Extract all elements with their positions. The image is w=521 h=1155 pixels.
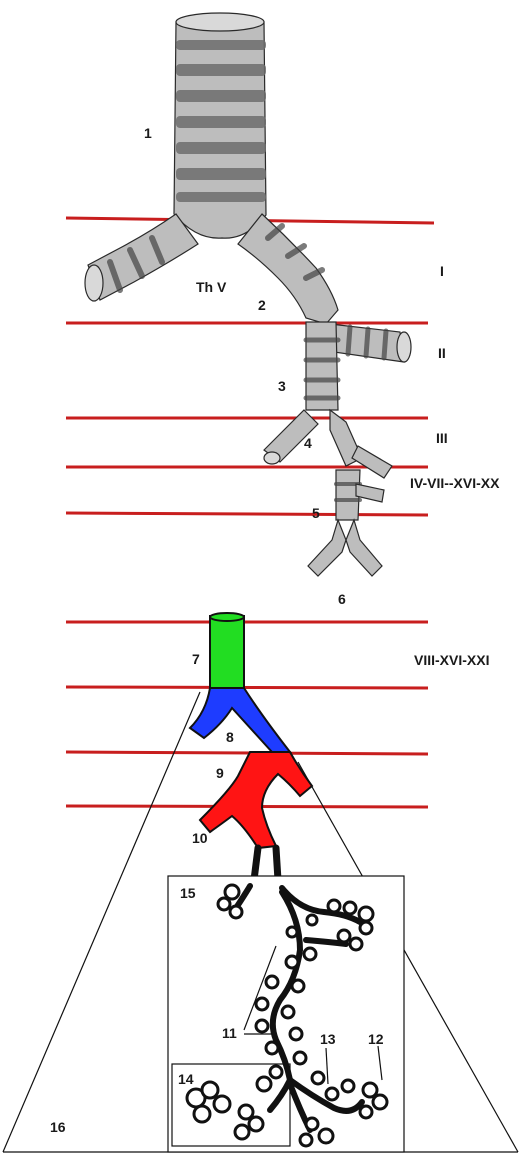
colored-airway: [188, 612, 314, 892]
level-line-8: [65, 750, 429, 756]
label-14: 14: [178, 1071, 194, 1087]
level-VIII-XVI-XXI: VIII-XVI-XXI: [414, 652, 489, 668]
label-10: 10: [192, 830, 208, 846]
level-II: II: [438, 345, 446, 361]
label-12: 12: [368, 1031, 384, 1047]
level-IV-VII-XVI-XX: IV-VII--XVI-XX: [410, 475, 500, 491]
alveoli-clusters: [185, 883, 389, 1148]
diagram-labels: 1 Th V 2 3 4 5 6 7 8 9 10 15 11 13 12 14…: [50, 125, 500, 1135]
label-8: 8: [226, 729, 234, 745]
label-11: 11: [222, 1025, 237, 1041]
label-4: 4: [304, 435, 312, 451]
green-segment: [209, 615, 245, 689]
lobar-bronchi-illustration: [263, 321, 393, 577]
label-vertebra: Th V: [196, 279, 227, 295]
acinus-box: [171, 1063, 291, 1147]
trachea-illustration: [173, 12, 267, 239]
label-6: 6: [338, 591, 346, 607]
label-5: 5: [312, 505, 320, 521]
level-line-5: [65, 511, 429, 517]
level-I: I: [440, 263, 444, 279]
level-III: III: [436, 430, 448, 446]
label-1: 1: [144, 125, 152, 141]
label-16: 16: [50, 1119, 66, 1135]
label-13: 13: [320, 1031, 336, 1047]
level-line-7: [65, 685, 429, 690]
label-9: 9: [216, 765, 224, 781]
blue-segment: [188, 687, 293, 753]
label-2: 2: [258, 297, 266, 313]
main-bronchi-illustration: [84, 213, 412, 363]
label-15: 15: [180, 885, 196, 901]
label-7: 7: [192, 651, 200, 667]
label-3: 3: [278, 378, 286, 394]
leader-lines: [243, 945, 383, 1085]
